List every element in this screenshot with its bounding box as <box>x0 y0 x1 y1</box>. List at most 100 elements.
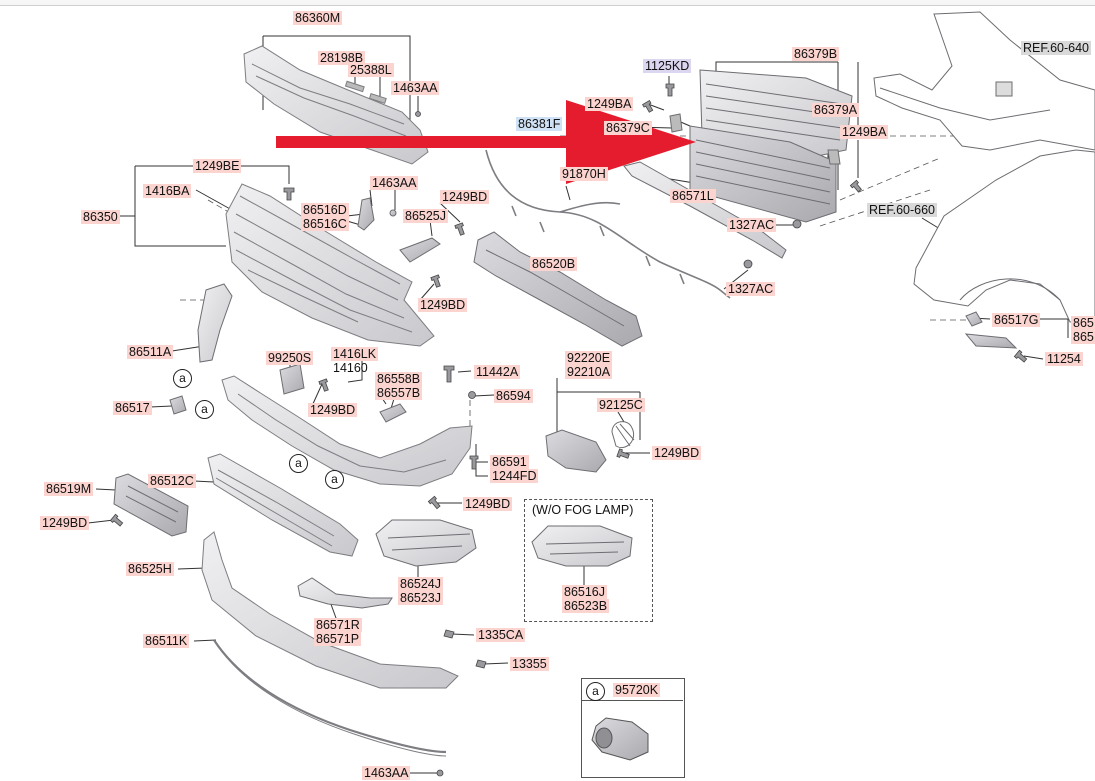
part-label-1244FD[interactable]: 1244FD <box>490 469 539 483</box>
part-label-865-a[interactable]: 865 <box>1071 316 1095 330</box>
part-label-86379B[interactable]: 86379B <box>792 47 840 61</box>
part-label-25388L[interactable]: 25388L <box>348 63 394 77</box>
part-label-95720K[interactable]: 95720K <box>613 683 661 697</box>
part-label-86524J-86523J[interactable]: 86524J 86523J <box>398 577 444 605</box>
circle-marker-a: a <box>586 682 605 701</box>
part-label-86571P[interactable]: 86571P <box>314 632 362 646</box>
part-label-86511A[interactable]: 86511A <box>127 345 174 359</box>
part-label-92220E-92210A[interactable]: 92220E 92210A <box>565 351 613 379</box>
part-label-1249BA-left[interactable]: 1249BA <box>585 97 634 111</box>
fog-lamp-garnish <box>375 519 477 567</box>
part-label-86512C[interactable]: 86512C <box>148 474 196 488</box>
lower-lip <box>201 531 459 689</box>
part-label-11254[interactable]: 11254 <box>1045 352 1083 366</box>
part-label-1327AC-b[interactable]: 1327AC <box>726 282 776 296</box>
part-label-86594[interactable]: 86594 <box>494 389 533 403</box>
part-label-1249BD-b[interactable]: 1249BD <box>418 298 468 312</box>
fog-blank-garnish <box>531 525 633 567</box>
license-plate-bracket <box>113 473 189 537</box>
ref-label-60-660[interactable]: REF.60-660 <box>867 203 938 217</box>
top-border <box>0 0 1095 6</box>
without-fog-lamp-box <box>524 499 653 622</box>
part-label-86350[interactable]: 86350 <box>81 210 120 224</box>
bumper-side-bracket <box>197 283 233 363</box>
circle-marker-a: a <box>173 369 192 388</box>
part-label-1249BD-d[interactable]: 1249BD <box>652 446 702 460</box>
part-label-86571R-86571P[interactable]: 86571R 86571P <box>314 618 362 646</box>
sensor-box <box>581 678 685 778</box>
part-label-1249BD-e[interactable]: 1249BD <box>463 497 513 511</box>
part-label-86591[interactable]: 86591 <box>490 455 529 469</box>
part-label-86516D-86516C[interactable]: 86516D 86516C <box>301 203 349 231</box>
energy-absorber <box>473 231 643 347</box>
part-label-86571R[interactable]: 86571R <box>314 618 362 632</box>
active-air-flap <box>669 69 853 223</box>
front-body-panel <box>873 11 1095 151</box>
part-label-86557B[interactable]: 86557B <box>375 386 423 400</box>
grille-upper-garnish <box>243 45 429 165</box>
part-label-86516J-86523B[interactable]: 86516J 86523B <box>562 585 610 613</box>
lower-moulding <box>213 639 447 757</box>
grille-brackets <box>357 197 441 263</box>
part-label-86517[interactable]: 86517 <box>113 401 152 415</box>
part-label-1249BE[interactable]: 1249BE <box>193 159 242 173</box>
part-label-92125C[interactable]: 92125C <box>597 398 645 412</box>
screws <box>109 83 1028 777</box>
part-label-28198B[interactable]: 28198B <box>318 51 366 65</box>
part-label-92210A[interactable]: 92210A <box>565 365 613 379</box>
part-label-86523J[interactable]: 86523J <box>398 591 444 605</box>
part-label-1416LK[interactable]: 1416LK <box>331 347 379 361</box>
part-label-1463AA-top[interactable]: 1463AA <box>391 81 440 95</box>
part-label-86379A[interactable]: 86379A <box>812 103 860 117</box>
part-label-86571L[interactable]: 86571L <box>670 189 716 203</box>
part-label-13355[interactable]: 13355 <box>510 657 549 671</box>
part-label-86379C[interactable]: 86379C <box>604 121 652 135</box>
part-label-1416BA[interactable]: 1416BA <box>143 184 192 198</box>
lower-chrome-strip <box>297 577 393 609</box>
part-label-1463AA-bottom[interactable]: 1463AA <box>362 766 411 780</box>
part-label-1125KD[interactable]: 1125KD <box>643 59 692 73</box>
part-label-86523B[interactable]: 86523B <box>562 599 610 613</box>
fog-lamp-bracket <box>545 421 635 473</box>
upper-seal-strip <box>623 161 787 259</box>
part-label-86381F[interactable]: 86381F <box>516 117 563 131</box>
part-label-86517G[interactable]: 86517G <box>992 313 1041 327</box>
without-fog-lamp-caption: (W/O FOG LAMP) <box>532 503 634 517</box>
wiring-harness <box>485 149 731 299</box>
part-label-92220E[interactable]: 92220E <box>565 351 613 365</box>
part-label-86516D[interactable]: 86516D <box>301 203 349 217</box>
part-label-91870H[interactable]: 91870H <box>560 167 608 181</box>
part-label-86558B-86557B[interactable]: 86558B 86557B <box>375 372 423 400</box>
parking-sensor <box>591 717 649 761</box>
part-label-86520B[interactable]: 86520B <box>530 257 578 271</box>
part-label-86525H[interactable]: 86525H <box>126 562 174 576</box>
part-label-1416LK-14160[interactable]: 1416LK 14160 <box>331 347 379 375</box>
circle-marker-a: a <box>325 470 344 489</box>
sensor-box-header <box>581 678 683 701</box>
part-label-86516J[interactable]: 86516J <box>562 585 608 599</box>
part-label-1335CA[interactable]: 1335CA <box>476 628 526 642</box>
part-label-1463AA-mid[interactable]: 1463AA <box>370 176 419 190</box>
part-label-86519M[interactable]: 86519M <box>44 482 94 496</box>
part-label-86511K[interactable]: 86511K <box>143 634 190 648</box>
part-label-86591-1244FD[interactable]: 86591 1244FD <box>490 455 539 483</box>
part-label-99250S[interactable]: 99250S <box>266 351 314 365</box>
part-label-865-b[interactable]: 865 <box>1071 330 1095 344</box>
part-label-86360M[interactable]: 86360M <box>293 11 343 25</box>
part-label-14160[interactable]: 14160 <box>333 361 368 375</box>
part-label-1249BD-a[interactable]: 1249BD <box>440 190 490 204</box>
part-label-86516C[interactable]: 86516C <box>301 217 349 231</box>
part-label-1249BA-right[interactable]: 1249BA <box>840 125 889 139</box>
part-label-1249BD-f[interactable]: 1249BD <box>40 516 90 530</box>
part-label-86558B[interactable]: 86558B <box>375 372 423 386</box>
lower-grille <box>207 453 359 557</box>
red-arrow <box>276 100 696 184</box>
part-label-86524J[interactable]: 86524J <box>398 577 444 591</box>
part-label-1327AC-a[interactable]: 1327AC <box>727 218 777 232</box>
part-label-1249BD-c[interactable]: 1249BD <box>308 403 358 417</box>
ref-label-60-640[interactable]: REF.60-640 <box>1021 41 1092 55</box>
part-label-11442A[interactable]: 11442A <box>474 365 521 379</box>
part-label-86525J[interactable]: 86525J <box>403 209 449 223</box>
